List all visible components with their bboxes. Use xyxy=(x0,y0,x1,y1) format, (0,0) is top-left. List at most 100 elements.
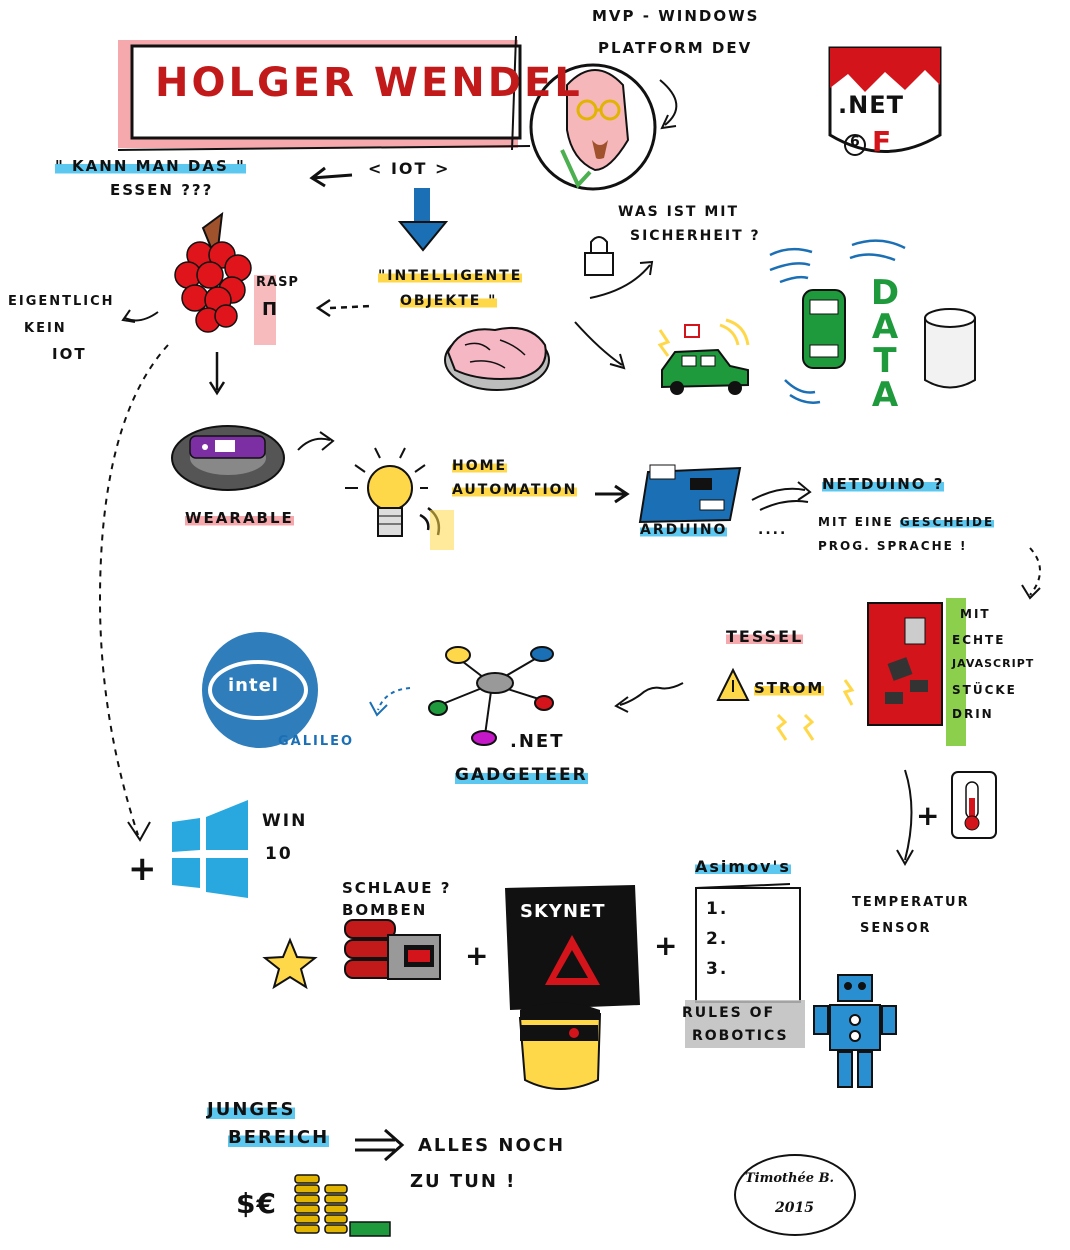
home-label: Home xyxy=(452,458,508,475)
plus-windows: + xyxy=(128,849,157,889)
rules-of-line1: Rules of xyxy=(682,1005,776,1021)
young-field-line2: Bereich xyxy=(228,1127,330,1149)
dashed-arrow-icon xyxy=(329,304,373,310)
presenter-role-line1: MVP - Windows xyxy=(592,7,760,25)
iot-label: < IOT > xyxy=(368,159,451,178)
not-iot-line1: Eigentlich xyxy=(8,294,115,309)
coins-icon xyxy=(294,1174,348,1234)
blue-down-arrow-icon xyxy=(397,188,449,252)
security-line2: Sicherheit ? xyxy=(630,228,761,244)
js-line-4: Stücke xyxy=(952,683,1017,697)
skynet-label: SKYNET xyxy=(520,901,606,922)
language-highlight: gescheide xyxy=(899,515,995,529)
arrow-to-car-icon xyxy=(574,321,623,366)
security-line1: Was ist mit xyxy=(618,204,740,220)
lightbulb-icon xyxy=(345,447,454,550)
todo-line1: Alles noch xyxy=(418,1135,566,1156)
arduino-dots: .... xyxy=(758,522,788,538)
rasp-label: RASP xyxy=(256,275,299,290)
arrow-left-icon xyxy=(309,166,353,188)
language-line1: mit eine gescheide xyxy=(818,515,995,530)
raspberry-icon xyxy=(174,211,276,345)
language-line2: prog. Sprache ! xyxy=(818,539,968,553)
win-label: Win xyxy=(262,811,308,831)
temperature-line2: Sensor xyxy=(860,921,932,936)
plus-skynet: + xyxy=(654,929,678,962)
js-line-5: drin xyxy=(952,707,994,721)
arrow-curve-icon xyxy=(124,311,159,322)
js-line-3: Javascript xyxy=(952,657,1035,670)
quote-line1: " Kann man das " xyxy=(55,157,246,176)
plus-bombs: + xyxy=(465,939,489,972)
gadgeteer-network-icon xyxy=(428,646,554,746)
js-line-1: Mit xyxy=(960,607,991,621)
js-line-2: echte xyxy=(952,633,1006,647)
rule-3: 3. xyxy=(706,959,729,979)
bombs-line2: Bomben xyxy=(342,901,428,919)
dotnet-badge-letter: F xyxy=(872,125,892,158)
gadgeteer-dotnet-label: .NET xyxy=(510,731,565,752)
portrait-icon xyxy=(529,63,678,191)
rules-paper-icon xyxy=(685,883,805,1048)
plus-temperature: + xyxy=(916,799,940,832)
connected-car-icon xyxy=(657,318,750,395)
skynet-logo-icon xyxy=(505,885,640,1010)
strom-label: Strom xyxy=(754,679,825,698)
star-icon xyxy=(262,937,318,990)
quote-line2: essen ??? xyxy=(110,181,214,199)
robot-icon xyxy=(813,974,897,1088)
presenter-name: Holger Wendel xyxy=(155,60,583,106)
win-version: 10 xyxy=(265,844,293,864)
young-field-line1: Junges xyxy=(207,1099,296,1121)
language-line1-text: mit eine xyxy=(818,515,894,529)
dashed-curve-icon xyxy=(98,344,169,836)
intelligent-objects-line2: Objekte " xyxy=(400,293,498,310)
pi-label: π xyxy=(262,299,280,320)
padlock-icon xyxy=(584,236,654,299)
tessel-label: Tessel xyxy=(726,627,804,647)
dotnet-badge-number: 6 xyxy=(850,134,860,150)
banknote-icon xyxy=(349,1221,391,1237)
signature-line2: 2015 xyxy=(775,1200,814,1216)
wearable-band-icon xyxy=(171,425,285,491)
bombs-line1: Schlaue ? xyxy=(342,879,452,897)
warning-icon xyxy=(716,667,815,741)
todo-line2: zu tun ! xyxy=(410,1171,517,1192)
arduino-board-icon xyxy=(638,464,742,524)
terminator-face-icon xyxy=(518,1002,602,1090)
rules-of-line2: Robotics xyxy=(692,1028,789,1044)
not-iot-line2: kein xyxy=(24,321,67,336)
dynamite-bomb-icon xyxy=(344,919,441,980)
thermometer-icon xyxy=(951,771,997,839)
temperature-line1: Temperatur xyxy=(852,895,970,910)
arduino-label: Arduino xyxy=(640,522,728,539)
signature-oval-icon xyxy=(734,1154,856,1236)
rule-1: 1. xyxy=(706,899,729,919)
car-topview-icon xyxy=(769,239,906,404)
windows-logo-icon xyxy=(172,800,248,898)
rule-2: 2. xyxy=(706,929,729,949)
wearable-label: Wearable xyxy=(185,509,294,528)
tessel-board-icon xyxy=(842,598,966,746)
not-iot-line3: IOT xyxy=(52,345,87,363)
gadgeteer-label: Gadgeteer xyxy=(455,765,588,786)
asimov-label: Asimov's xyxy=(695,857,791,877)
brain-icon xyxy=(444,326,550,391)
presenter-role-line2: Platform Dev xyxy=(598,39,753,57)
galileo-label: Galileo xyxy=(278,734,355,749)
data-text: DATA xyxy=(870,273,900,415)
dotnet-badge-icon xyxy=(828,46,942,156)
name-banner xyxy=(117,35,531,151)
signature-line1: Timothée B. xyxy=(745,1171,835,1186)
dotnet-badge-label: .NET xyxy=(838,91,904,119)
database-icon xyxy=(924,308,976,389)
netduino-label: Netduino ? xyxy=(822,475,945,494)
data-label: DATA xyxy=(865,276,905,412)
intel-logo-text: intel xyxy=(228,675,279,696)
automation-label: Automation xyxy=(452,482,578,499)
intel-logo-icon xyxy=(202,632,318,748)
double-arrow-icon xyxy=(355,1128,405,1162)
money-symbols: $€ xyxy=(236,1187,277,1220)
